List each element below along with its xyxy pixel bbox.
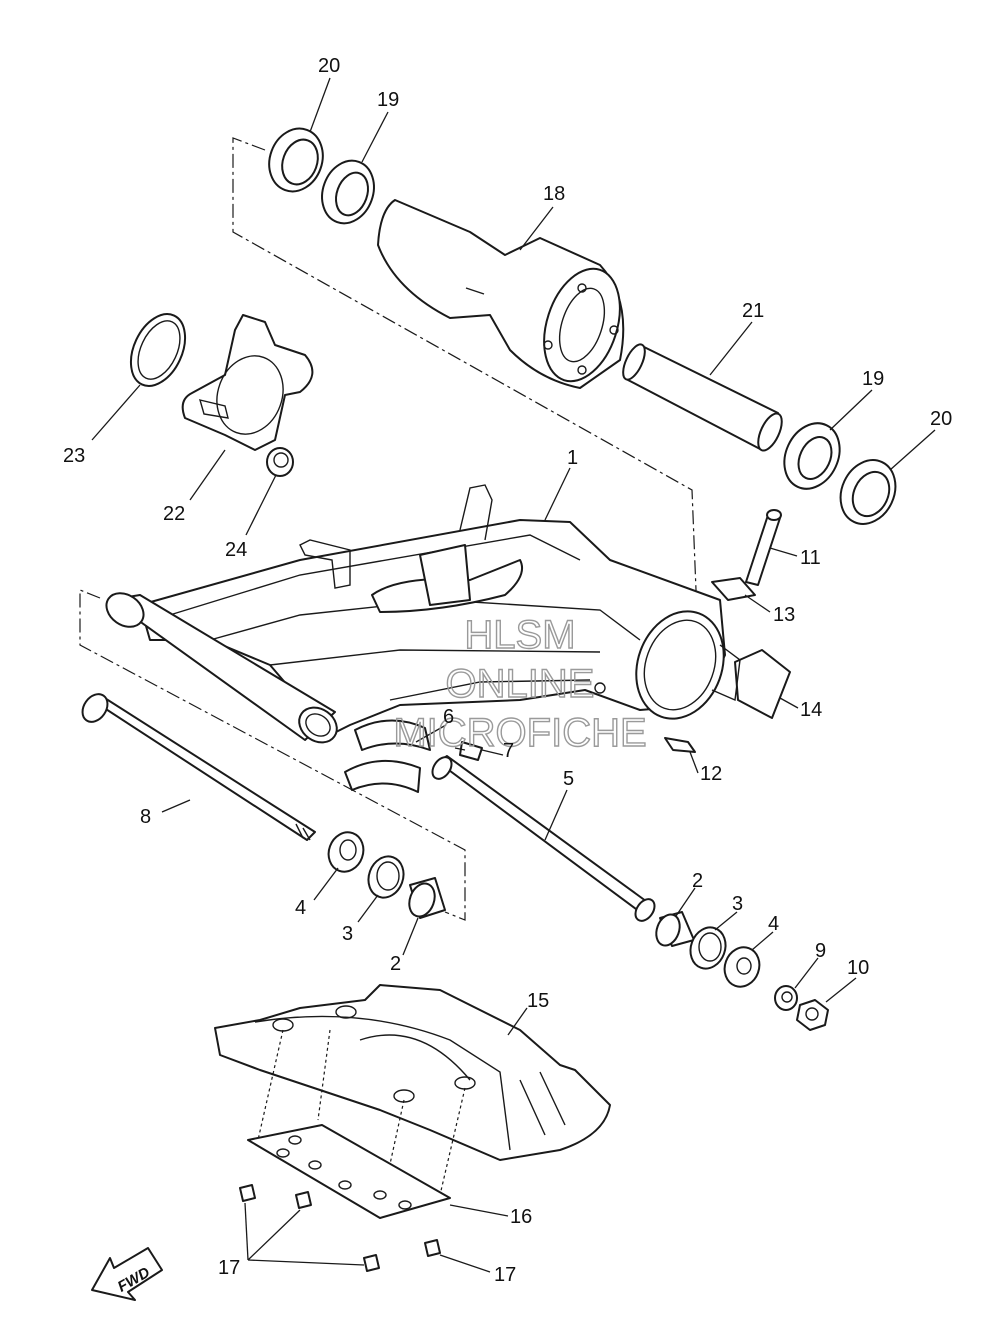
bearing-left[interactable] xyxy=(405,877,446,920)
leader-lines xyxy=(91,77,936,1273)
watermark-line-1: HLSM xyxy=(464,613,575,657)
callout-label[interactable]: 2 xyxy=(692,870,703,892)
callout-label[interactable]: 10 xyxy=(847,957,869,979)
callout-label[interactable]: 17 xyxy=(494,1264,516,1286)
callout-label[interactable]: 2 xyxy=(390,953,401,975)
plate-16[interactable] xyxy=(247,1124,451,1219)
bolt-17-c[interactable] xyxy=(363,1254,380,1272)
callout-label[interactable]: 3 xyxy=(732,893,743,915)
bolt-17-b[interactable] xyxy=(295,1191,312,1209)
callout-labels: 20 19 18 21 19 20 23 22 24 1 11 13 14 12… xyxy=(63,55,952,1286)
swingarm[interactable] xyxy=(100,484,738,750)
callout-label[interactable]: 11 xyxy=(800,547,821,569)
callout-label[interactable]: 20 xyxy=(930,408,952,430)
oil-seal-left[interactable] xyxy=(363,851,409,902)
callout-label[interactable]: 19 xyxy=(377,89,399,111)
callout-label[interactable]: 16 xyxy=(510,1206,532,1228)
fwd-arrow-icon: FWD xyxy=(91,1247,163,1301)
bracket-plate[interactable] xyxy=(181,314,314,451)
callout-label[interactable]: 9 xyxy=(815,940,826,962)
bearing-right-small[interactable] xyxy=(652,911,695,949)
collar-tube[interactable] xyxy=(619,341,787,454)
watermark-line-2: ONLINE xyxy=(446,662,595,706)
watermark: HLSM ONLINE MICROFICHE xyxy=(393,612,648,755)
callout-label[interactable]: 20 xyxy=(318,55,340,77)
callout-label[interactable]: 24 xyxy=(225,539,247,561)
shaft-5[interactable] xyxy=(429,754,659,925)
callout-label[interactable]: 21 xyxy=(742,300,764,322)
assembly-outline xyxy=(79,137,701,921)
washer-9[interactable] xyxy=(774,985,798,1011)
callout-label[interactable]: 3 xyxy=(342,923,353,945)
plate-13[interactable] xyxy=(711,577,756,601)
swingarm-guard[interactable] xyxy=(214,984,611,1161)
callout-label[interactable]: 17 xyxy=(218,1257,240,1279)
collar-small[interactable] xyxy=(266,447,294,477)
callout-label[interactable]: 23 xyxy=(63,445,85,467)
bolt-11[interactable] xyxy=(745,509,782,586)
callout-label[interactable]: 15 xyxy=(527,990,549,1012)
bearing-top[interactable] xyxy=(314,153,383,230)
bearing-right[interactable] xyxy=(774,414,850,498)
bearing-housing[interactable] xyxy=(377,199,633,391)
callout-label[interactable]: 18 xyxy=(543,183,565,205)
callout-label[interactable]: 12 xyxy=(700,763,722,785)
callout-label[interactable]: 4 xyxy=(295,897,306,919)
callout-label[interactable]: 1 xyxy=(567,447,578,469)
cover-6[interactable] xyxy=(344,719,431,793)
guard-dotted-guides xyxy=(257,1029,466,1211)
callout-label[interactable]: 4 xyxy=(768,913,779,935)
bolt-7[interactable] xyxy=(454,741,483,761)
pivot-shaft[interactable] xyxy=(77,689,316,841)
thrust-cover-right[interactable] xyxy=(719,942,765,991)
callout-label[interactable]: 13 xyxy=(773,604,795,626)
thrust-cover-left[interactable] xyxy=(323,827,369,876)
clip-12[interactable] xyxy=(664,737,696,753)
pad-14[interactable] xyxy=(711,644,791,719)
bolt-17-d[interactable] xyxy=(424,1239,441,1257)
circlip[interactable] xyxy=(120,305,196,394)
callout-label[interactable]: 22 xyxy=(163,503,185,525)
oil-seal-right-small[interactable] xyxy=(685,922,731,973)
watermark-line-3: MICROFICHE xyxy=(393,711,646,755)
callout-label[interactable]: 5 xyxy=(563,768,574,790)
bolt-17-a[interactable] xyxy=(239,1184,256,1202)
callout-label[interactable]: 7 xyxy=(503,740,514,762)
oil-seal-top[interactable] xyxy=(261,121,332,199)
oil-seal-right[interactable] xyxy=(830,451,905,533)
nut-10[interactable] xyxy=(796,999,829,1031)
callout-label[interactable]: 8 xyxy=(140,806,151,828)
callout-label[interactable]: 14 xyxy=(800,699,822,721)
callout-label[interactable]: 6 xyxy=(443,706,454,728)
callout-label[interactable]: 19 xyxy=(862,368,884,390)
